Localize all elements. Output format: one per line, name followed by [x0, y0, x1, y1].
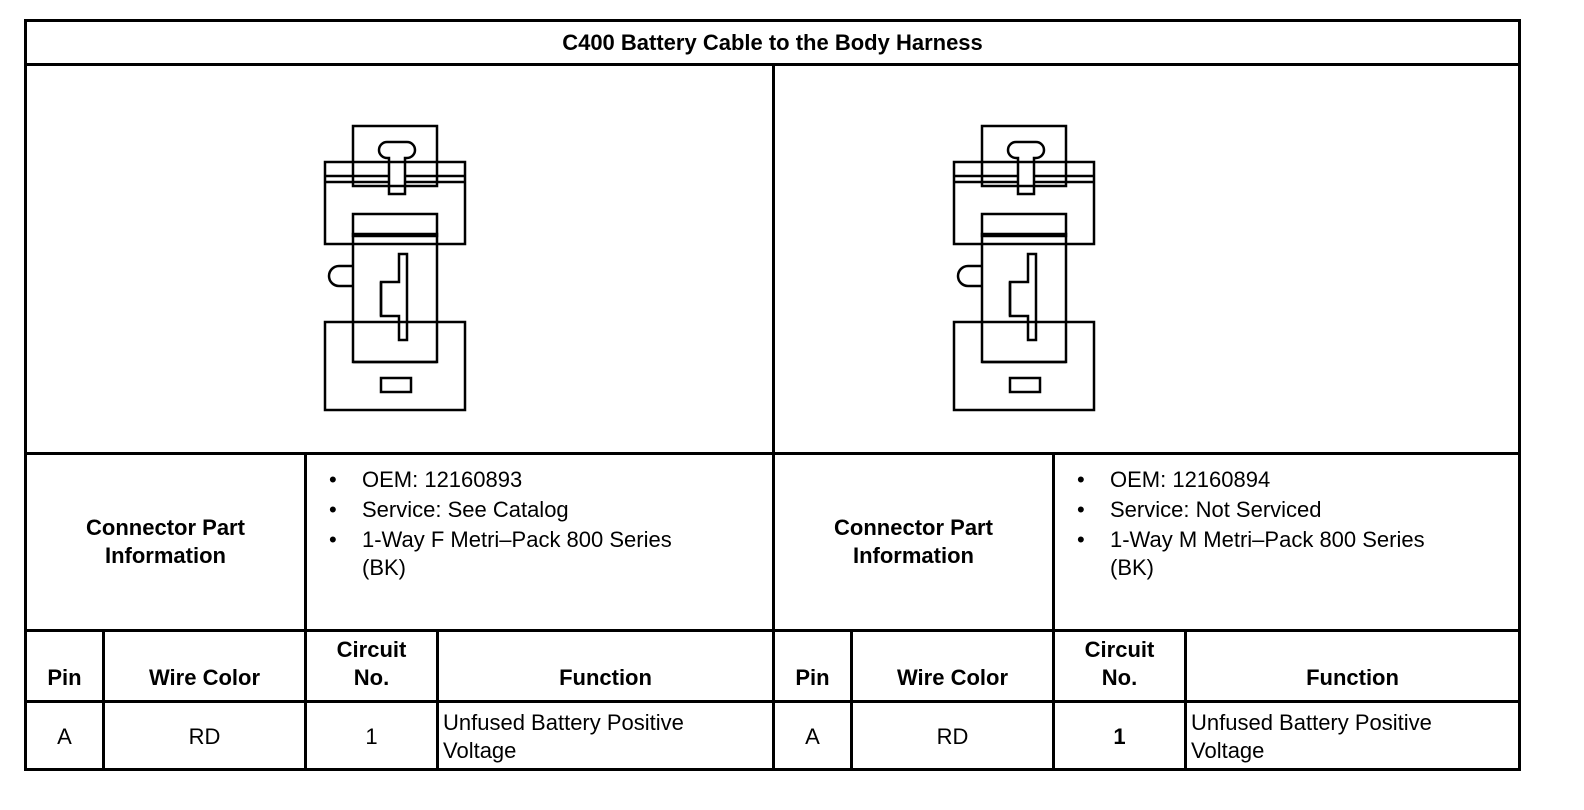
header-line: Circuit	[1084, 637, 1155, 662]
connector-table: C400 Battery Cable to the Body Harness	[24, 19, 1521, 771]
cell-pin: A	[27, 703, 105, 771]
right-service: Service: Not Serviced	[1055, 495, 1518, 525]
cell-function: Unfused Battery Positive Voltage	[1187, 703, 1518, 771]
desc-line: (BK)	[1110, 555, 1154, 580]
header-function: Function	[439, 632, 775, 700]
function-line: Voltage	[1191, 738, 1265, 763]
header-pin: Pin	[27, 632, 105, 700]
header-line: No.	[1101, 665, 1138, 690]
cell-circuit-no: 1	[1055, 703, 1187, 771]
label-line: Connector Part	[834, 515, 993, 540]
label-line: Information	[104, 543, 226, 568]
cell-function: Unfused Battery Positive Voltage	[439, 703, 775, 771]
cell-circuit-no: 1	[307, 703, 439, 771]
desc-line: 1-Way M Metri–Pack 800 Series	[1110, 527, 1425, 552]
header-function: Function	[1306, 665, 1399, 690]
header-pin: Pin	[775, 632, 853, 700]
header-circuit-no: Circuit No.	[1055, 632, 1187, 700]
desc-line: 1-Way F Metri–Pack 800 Series	[362, 527, 672, 552]
desc-line: (BK)	[362, 555, 406, 580]
header-wire-color: Wire Color	[105, 632, 307, 700]
header-line: Circuit	[336, 637, 407, 662]
function-line: Unfused Battery Positive	[1191, 710, 1432, 735]
left-description: 1-Way F Metri–Pack 800 Series (BK)	[307, 525, 772, 581]
function-line: Unfused Battery Positive	[443, 710, 684, 735]
pin-header-row: Pin Wire Color Circuit No. Function Pin …	[27, 632, 1518, 703]
cell-wire-color: RD	[105, 703, 307, 771]
left-connector-image-cell	[27, 66, 775, 455]
table-title: C400 Battery Cable to the Body Harness	[27, 22, 1518, 66]
table-row: A RD 1 Unfused Battery Positive Voltage …	[27, 703, 1518, 771]
connector-face-icon	[323, 124, 467, 412]
right-oem: OEM: 12160894	[1055, 465, 1518, 495]
left-service: Service: See Catalog	[307, 495, 772, 525]
header-line: No.	[353, 665, 390, 690]
connector-info-row: Connector Part Information OEM: 12160893…	[27, 455, 1518, 632]
label-line: Information	[852, 543, 974, 568]
function-line: Voltage	[443, 738, 517, 763]
left-oem: OEM: 12160893	[307, 465, 772, 495]
label-line: Connector Part	[86, 515, 245, 540]
cell-pin: A	[775, 703, 853, 771]
cell-wire-color: RD	[853, 703, 1055, 771]
right-connector-image-cell	[775, 66, 1518, 455]
left-connector-part-label: Connector Part Information	[27, 455, 307, 629]
left-connector-part-info: OEM: 12160893 Service: See Catalog 1-Way…	[307, 455, 775, 629]
right-description: 1-Way M Metri–Pack 800 Series (BK)	[1055, 525, 1518, 581]
header-circuit-no: Circuit No.	[307, 632, 439, 700]
right-connector-part-info: OEM: 12160894 Service: Not Serviced 1-Wa…	[1055, 455, 1518, 629]
header-wire-color: Wire Color	[853, 632, 1055, 700]
connector-face-icon	[952, 124, 1096, 412]
right-connector-part-label: Connector Part Information	[775, 455, 1055, 629]
